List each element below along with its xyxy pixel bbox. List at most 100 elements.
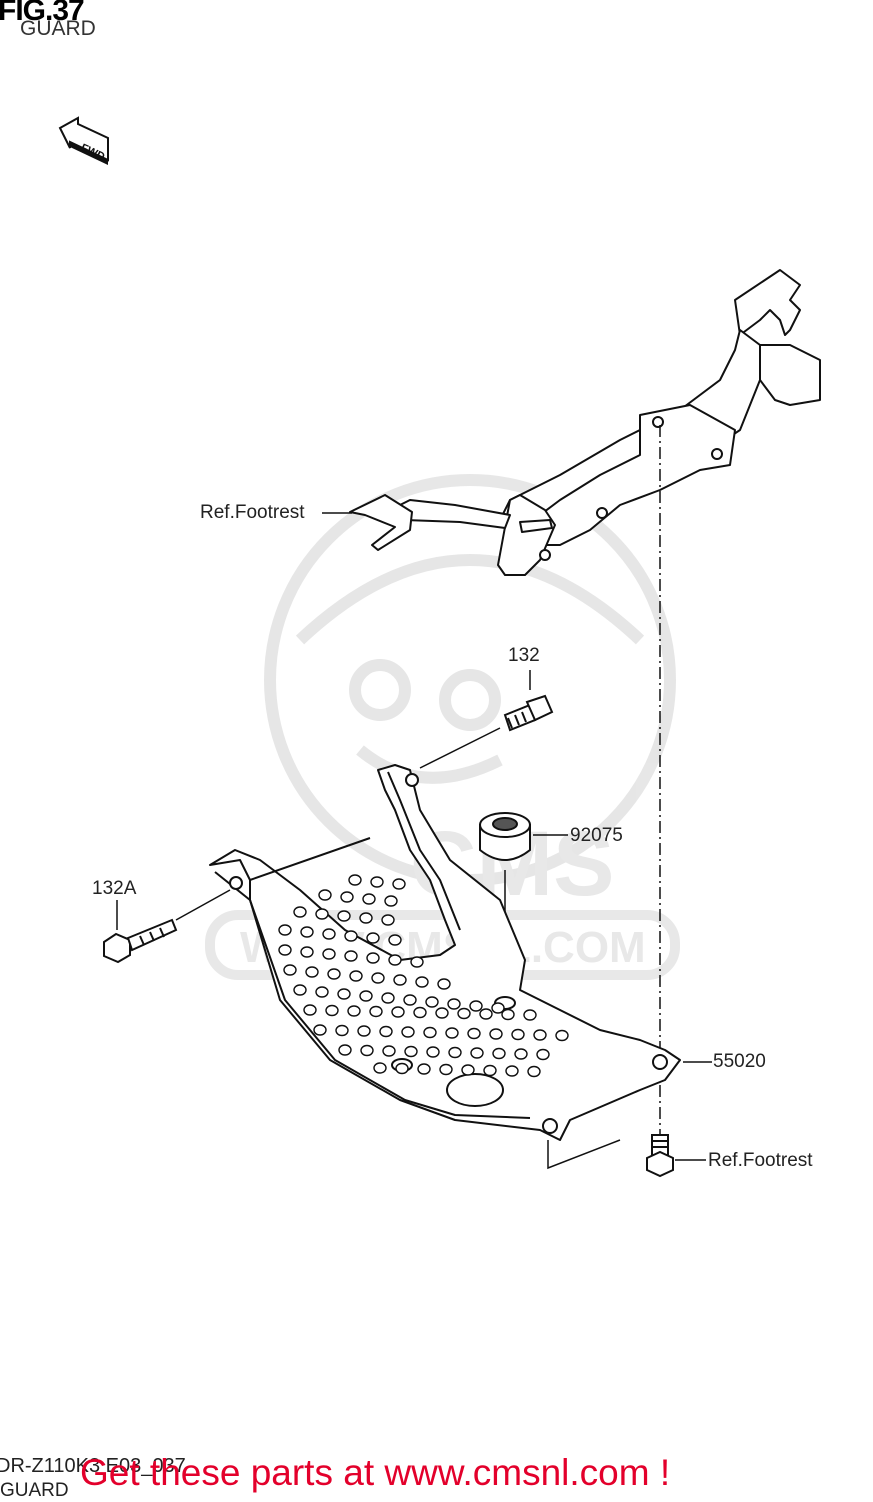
perforation-hole [344,950,358,962]
figure-subtitle: GUARD [20,17,96,40]
perforation-hole [505,1065,519,1077]
perforation-hole [457,1007,471,1020]
perforation-hole [322,948,336,960]
perforation-hole [373,1062,387,1074]
perforation-hole [337,988,351,1000]
perforation-hole [370,876,384,888]
perforation-hole [393,974,407,986]
perforation-hole [366,952,380,964]
perforation-hole [435,1007,449,1019]
perforation-hole [344,930,358,942]
perforation-hole [315,908,329,920]
perforation-hole [415,976,429,988]
perforation-hole [315,986,329,998]
perforation-hole [359,990,373,1002]
perforation-hole [447,998,461,1010]
drawing-code: DR-Z110K3 E03_037 [0,1455,186,1477]
callout-92075: 92075 [570,825,623,846]
perforation-hole [366,932,380,944]
perforation-hole [388,954,402,966]
perforation-hole [467,1027,481,1040]
perforation-hole [470,1047,484,1059]
fwd-arrow-icon: FWD [58,116,109,165]
perforation-hole [305,966,319,978]
perforation-hole [357,1025,371,1037]
perforation-hole [349,970,363,982]
perforation-hole [426,1046,440,1058]
footrest-bracket [349,269,821,576]
perforation-hole [392,878,406,890]
perforation-hole [527,1065,541,1078]
perforation-hole [388,934,402,946]
perforation-hole [283,964,297,976]
perforation-hole [381,992,395,1004]
figure-title: FIG.37 [0,0,85,27]
callout-55020: 55020 [713,1051,766,1072]
perforation-hole [369,1005,383,1018]
perforation-hole [379,1025,393,1038]
perforation-hole [278,944,292,956]
perforation-hole [340,891,354,903]
perforation-hole [335,1024,349,1037]
perforation-hole [413,1006,427,1019]
perforation-hole [514,1048,528,1060]
perforation-hole [501,1008,515,1021]
perforation-hole [491,1002,505,1014]
perforation-hole [348,874,362,886]
callout-132: 132 [508,645,540,666]
perforation-hole [417,1063,431,1075]
perforation-hole [536,1048,550,1061]
perforation-hole [327,968,341,980]
perforation-hole [322,928,336,940]
perforation-hole [382,1045,396,1057]
bolt-132a [103,918,178,964]
perforation-hole [445,1027,459,1039]
perforation-hole [300,926,314,938]
perforation-hole [338,1044,352,1056]
perforation-hole [403,994,417,1006]
perforation-hole [300,946,314,958]
perforation-hole [489,1028,503,1040]
footer-subtitle: GUARD [0,1480,69,1501]
perforation-hole [469,1000,483,1012]
perforation-hole [359,912,373,924]
callout-ref-footrest-top: Ref.Footrest [200,502,305,523]
perforation-hole [347,1005,361,1017]
perforation-hole [483,1064,497,1077]
perforation-hole [461,1064,475,1076]
perforation-hole [448,1046,462,1059]
perforation-hole [437,978,451,990]
perforation-hole [360,1044,374,1057]
perforation-hole [401,1026,415,1038]
perforation-hole [337,910,351,922]
perforation-hole [325,1004,339,1017]
bushing-92075 [479,812,531,861]
perforation-hole [313,1024,327,1036]
perforation-hole [439,1063,453,1076]
callout-132a: 132A [92,878,137,899]
perforation-hole [362,893,376,905]
perforation-hole [404,1045,418,1058]
perforation-hole [395,1062,409,1075]
bolt-132 [503,694,554,732]
guard-55020 [209,764,681,1141]
guard-flange-line [547,1139,621,1170]
perforation-hole [523,1009,537,1021]
perforation-hole [293,984,307,996]
promo-link[interactable]: Get these parts at www.cmsnl.com ! [80,1452,671,1493]
perforation-hole [425,996,439,1008]
leader-132-to-guard [419,727,501,769]
perforation-hole [278,924,292,936]
perforation-hole [303,1004,317,1016]
perforation-hole [391,1006,405,1018]
perforation-hole [492,1047,506,1060]
perforation-hole [423,1026,437,1039]
perforation-hole [555,1029,569,1042]
perforation-hole [533,1029,547,1041]
leader-132a-to-guard [175,889,231,921]
perforation-hole [293,906,307,918]
perforation-hole [384,895,398,907]
perforation-hole [318,889,332,901]
perforation-hole [381,914,395,926]
